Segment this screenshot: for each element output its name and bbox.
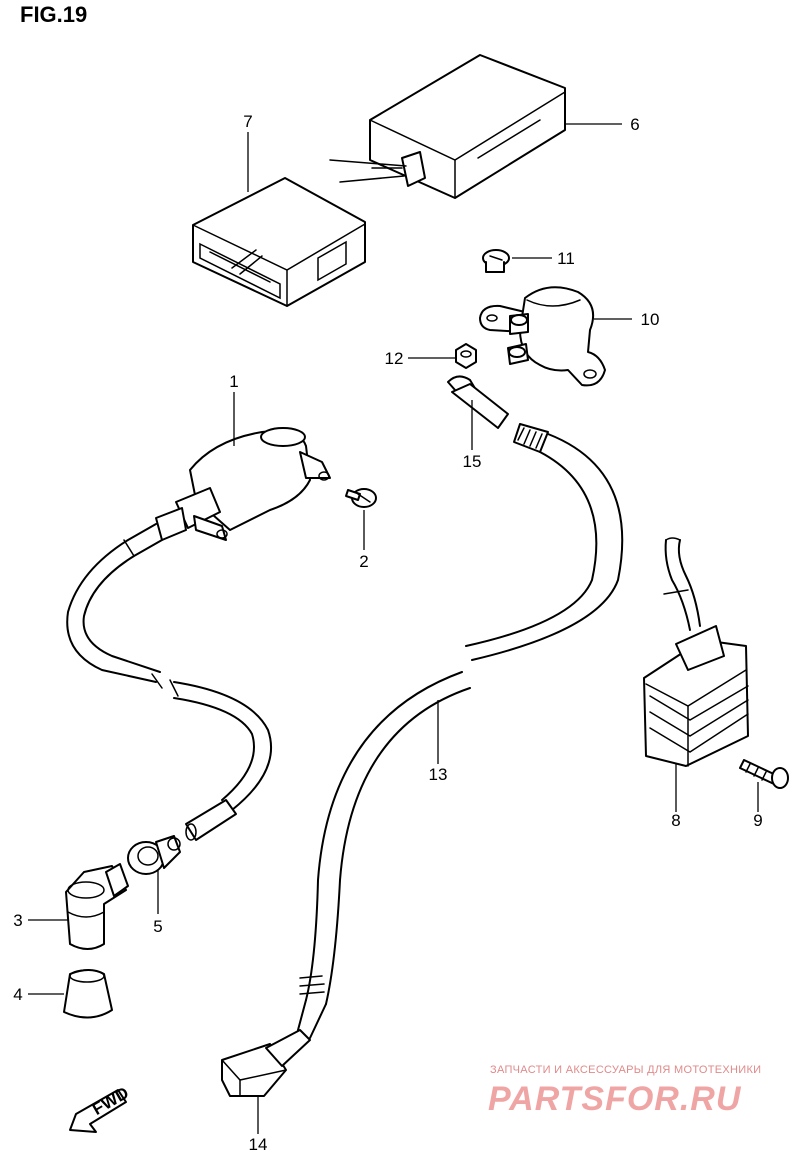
- part-5-grommet[interactable]: [127, 835, 181, 875]
- callout-8: 8: [671, 811, 680, 830]
- part-15-terminal-cap[interactable]: [447, 375, 549, 453]
- high-tension-lead[interactable]: [66, 523, 272, 841]
- fwd-arrow-icon: FWD: [69, 1083, 132, 1133]
- part-9-screw[interactable]: [739, 759, 789, 789]
- callout-4: 4: [13, 985, 22, 1004]
- figure-title: FIG.19: [20, 2, 88, 27]
- callout-numbers: 1 2 3 4 5 6 7 8 9 10 11 12 13 14 15: [13, 112, 762, 1154]
- callout-9: 9: [753, 811, 762, 830]
- watermark-caption: ЗАПЧАСТИ И АКСЕССУАРЫ ДЛЯ МОТОТЕХНИКИ: [490, 1064, 762, 1076]
- part-6-box[interactable]: [329, 54, 566, 199]
- part-11-screw[interactable]: [482, 249, 510, 273]
- part-2-screw[interactable]: [345, 488, 377, 508]
- leader-lines: [28, 123, 759, 1134]
- fwd-label: FWD: [89, 1083, 132, 1119]
- callout-13: 13: [429, 765, 448, 784]
- watermark-logo: PARTSFOR.RU: [488, 1080, 742, 1118]
- callout-7: 7: [243, 112, 252, 131]
- part-1-ignition-coil[interactable]: [155, 427, 331, 541]
- part-10-relay[interactable]: [479, 286, 606, 387]
- part-4-cap[interactable]: [63, 969, 113, 1019]
- part-8-regulator[interactable]: [643, 537, 749, 767]
- callout-12: 12: [385, 349, 404, 368]
- callout-15: 15: [463, 452, 482, 471]
- callout-5: 5: [153, 917, 162, 936]
- part-13-lead-wire[interactable]: [297, 433, 624, 1039]
- part-12-nut[interactable]: [455, 343, 477, 369]
- callout-6: 6: [630, 115, 639, 134]
- callout-10: 10: [641, 310, 660, 329]
- callout-1: 1: [229, 372, 238, 391]
- part-3-plug-cap[interactable]: [65, 863, 129, 950]
- callout-2: 2: [359, 552, 368, 571]
- part-14-terminal[interactable]: [221, 1029, 311, 1097]
- callout-11: 11: [557, 249, 575, 268]
- callout-14: 14: [249, 1135, 268, 1154]
- callout-3: 3: [13, 911, 22, 930]
- part-7-module[interactable]: [192, 177, 366, 307]
